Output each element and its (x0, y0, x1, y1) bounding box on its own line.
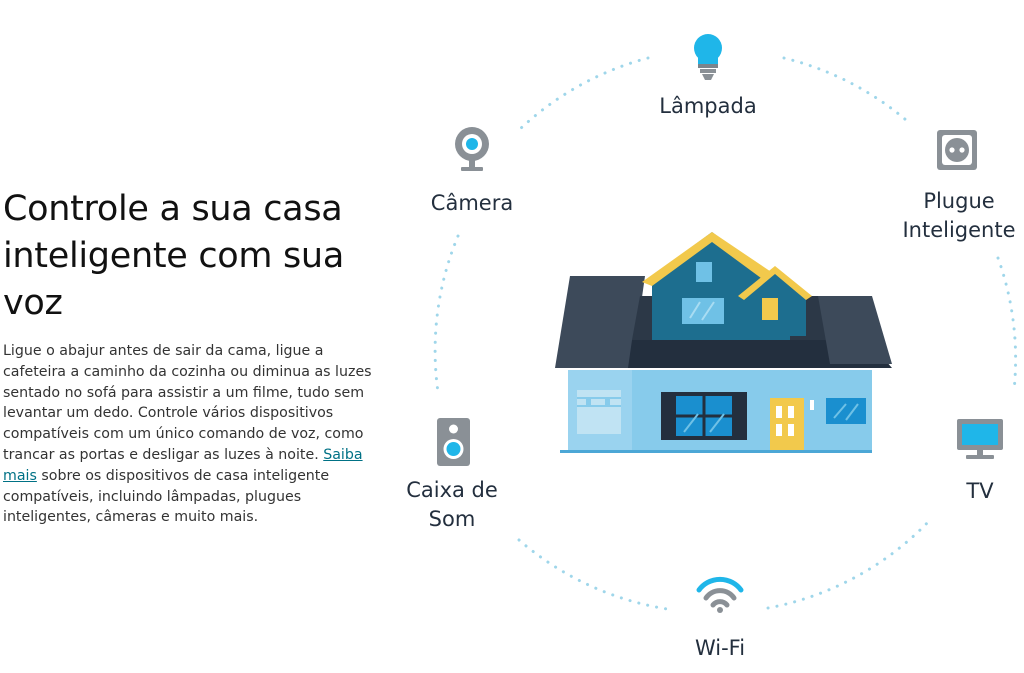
intro-text-block: Controle a sua casa inteligente com sua … (3, 186, 383, 528)
wifi-label: Wi-Fi (694, 636, 746, 660)
lightbulb-icon (694, 34, 722, 80)
speaker-label-line2: Som (428, 507, 476, 531)
smart-plug-label-line1: Plugue (923, 189, 995, 213)
speaker-icon (437, 418, 470, 466)
speaker-label-line1: Caixa de (406, 478, 498, 502)
speaker-label: Caixa de Som (392, 476, 512, 534)
camera-icon (455, 127, 489, 171)
body-copy: Ligue o abajur antes de sair da cama, li… (3, 341, 383, 528)
dotted-ring (433, 56, 1018, 612)
smart-plug-label-line2: Inteligente (902, 218, 1016, 242)
camera-label: Câmera (430, 191, 514, 215)
lamp-label: Lâmpada (659, 94, 757, 118)
headline: Controle a sua casa inteligente com sua … (3, 189, 344, 323)
smart-plug-icon (937, 130, 977, 170)
house-illustration (555, 232, 892, 453)
body-text-before-link: Ligue o abajur antes de sair da cama, li… (3, 343, 372, 463)
learn-more-link[interactable]: Saiba mais (3, 446, 363, 484)
body-text-after-link: sobre os dispositivos de casa inteligent… (3, 467, 330, 526)
tv-label: TV (966, 479, 994, 503)
tv-icon (957, 419, 1003, 459)
smart-plug-label: Plugue Inteligente (896, 187, 1022, 245)
wifi-icon (696, 576, 744, 613)
